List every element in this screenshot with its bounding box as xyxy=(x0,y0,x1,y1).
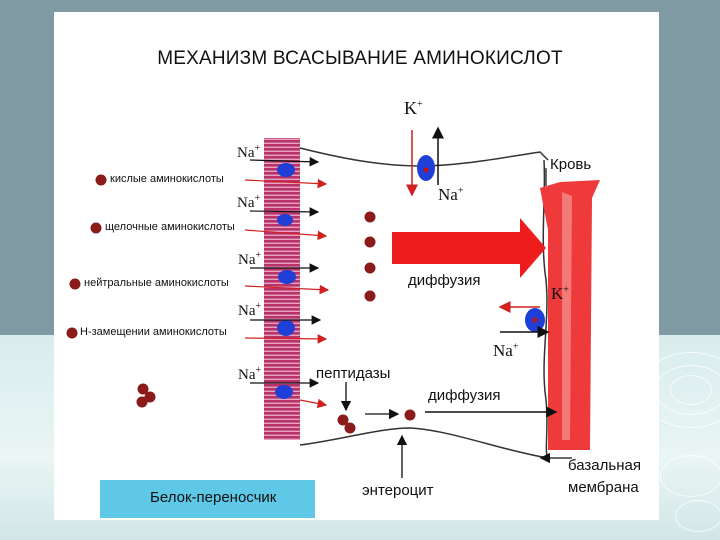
na-ion-label-basal: Na+ xyxy=(493,341,519,360)
amino-acid-dot xyxy=(144,391,156,403)
amino-acid-dot xyxy=(66,327,78,339)
label-acidic-amino-acids: кислые аминокислоты xyxy=(110,173,224,185)
amino-acid-dot xyxy=(404,409,416,421)
label-diffusion-top: диффузия xyxy=(408,272,481,289)
label-neutral-amino-acids: нейтральные аминокислоты xyxy=(84,277,229,289)
amino-acid-dot xyxy=(137,383,149,395)
basal-membrane xyxy=(542,159,549,461)
label-h-substituted-amino-acids: Н-замещении аминокислоты xyxy=(80,326,227,338)
amino-acid-dot xyxy=(344,422,356,434)
label-enterocyte: энтероцит xyxy=(362,482,434,499)
enterocyte-bottom-membrane xyxy=(299,427,549,459)
carrier-protein-dot xyxy=(423,167,429,173)
carrier-protein-dot xyxy=(532,317,538,323)
amino-acid-dot xyxy=(95,174,107,186)
na-ion-label: Na+ xyxy=(238,301,262,319)
ripple-decoration xyxy=(660,455,720,497)
na-ion-label-top: Na+ xyxy=(438,185,464,204)
label-diffusion-bottom: диффузия xyxy=(428,387,501,404)
label-basic-amino-acids: щелочные аминокислоты xyxy=(105,221,235,233)
k-ion-label: K+ xyxy=(404,98,423,118)
na-ion-label: Na+ xyxy=(237,143,261,161)
ripple-decoration xyxy=(675,500,720,532)
na-ion-label: Na+ xyxy=(238,365,262,383)
na-ion-label: Na+ xyxy=(238,250,262,268)
na-ion-label: Na+ xyxy=(237,193,261,211)
amino-acid-dot xyxy=(364,262,376,274)
amino-acid-dot xyxy=(364,290,376,302)
amino-acid-dot xyxy=(364,236,376,248)
amino-acid-dot xyxy=(136,396,148,408)
label-basal-membrane-1: базальная xyxy=(568,457,641,474)
label-basal-membrane-2: мембрана xyxy=(568,479,639,496)
label-blood: Кровь xyxy=(550,156,592,173)
page-title: МЕХАНИЗМ ВСАСЫВАНИЕ АМИНОКИСЛОТ xyxy=(157,48,563,69)
legend-box xyxy=(100,480,315,518)
blood-vessel-highlight xyxy=(562,192,572,440)
amino-acid-dot xyxy=(337,414,349,426)
k-ion-label-basal: K+ xyxy=(551,284,569,303)
diffusion-arrow-large xyxy=(392,218,546,278)
amino-acid-dot xyxy=(364,211,376,223)
carrier-proteins xyxy=(275,163,296,399)
amino-acid-dot xyxy=(90,222,102,234)
legend-carrier-label: Белок-переносчик xyxy=(150,489,277,506)
amino-acid-dot xyxy=(69,278,81,290)
label-peptidases: пептидазы xyxy=(316,365,391,382)
